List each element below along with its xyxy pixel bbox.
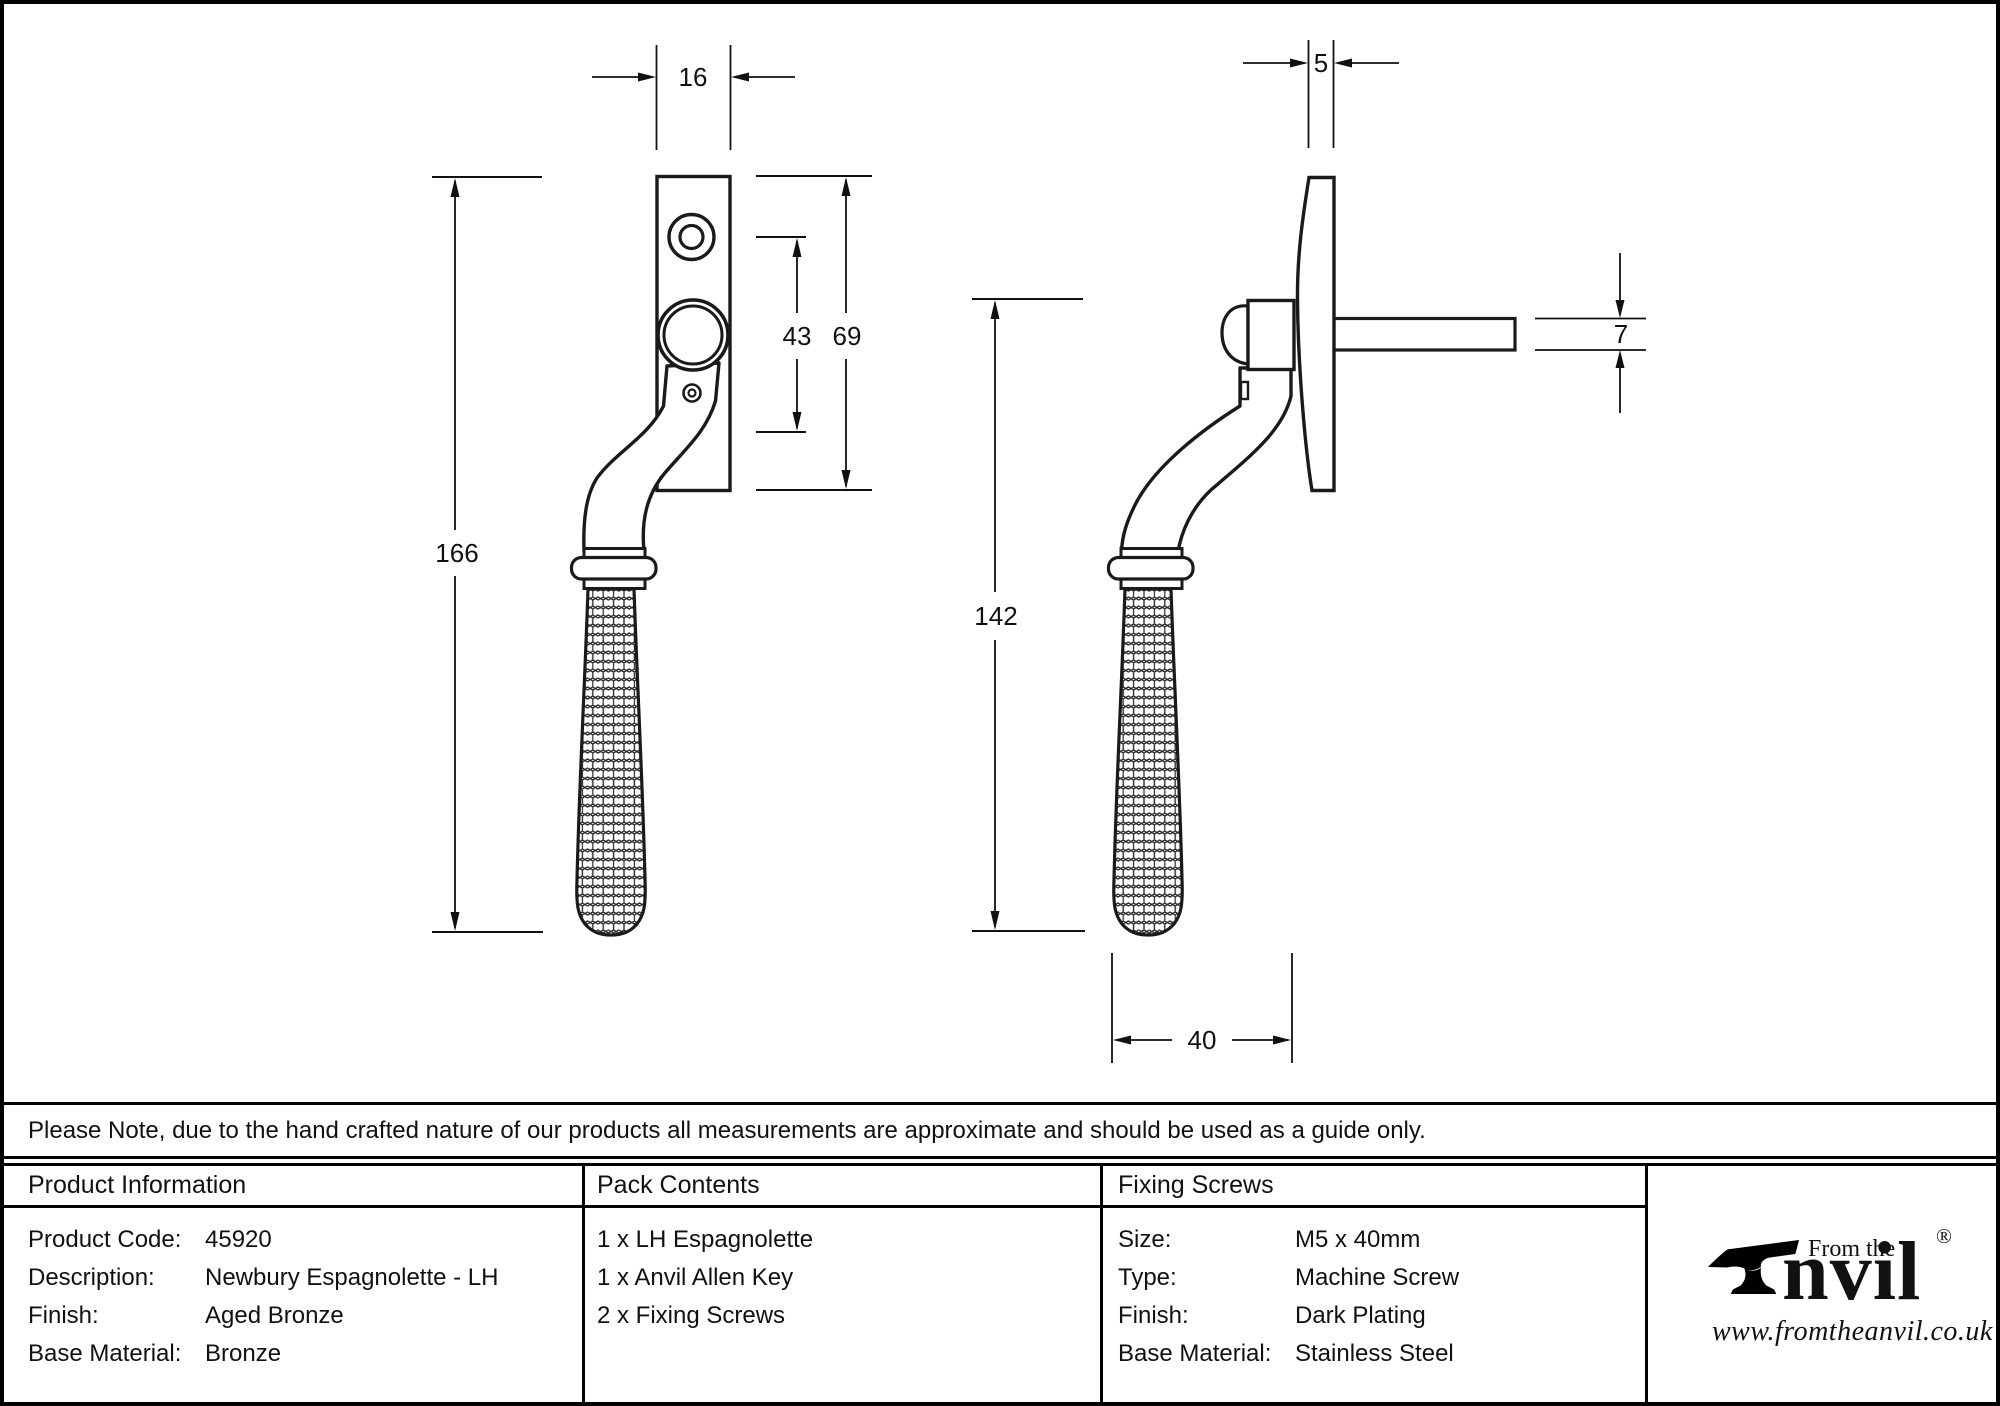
side-spindle: [1331, 316, 1517, 352]
product-info-table: Product Information Product Code: 45920 …: [0, 1163, 2000, 1406]
pack-contents-body: 1 x LH Espagnolette 1 x Anvil Allen Key …: [585, 1208, 1100, 1335]
product-information-body: Product Code: 45920 Description: Newbury…: [0, 1208, 582, 1373]
table-row: Finish: Dark Plating: [1103, 1297, 1645, 1335]
table-row: Size: M5 x 40mm: [1103, 1221, 1645, 1259]
dim-plate-thickness: 5: [1314, 48, 1328, 78]
anvil-icon: [1707, 1240, 1800, 1294]
row-value: Dark Plating: [1295, 1302, 1426, 1329]
row-label: Description:: [28, 1264, 155, 1291]
measurement-note-row: Please Note, due to the hand crafted nat…: [0, 1102, 2000, 1159]
table-row: Product Code: 45920: [0, 1221, 582, 1259]
row-value: M5 x 40mm: [1295, 1226, 1421, 1253]
dim-spindle-height: 7: [1614, 319, 1628, 349]
front-view-drawing: [569, 174, 732, 937]
side-view-dimensions: [972, 40, 1646, 1063]
row-label: Type:: [1118, 1264, 1177, 1291]
front-small-screw-inner: [687, 388, 697, 398]
front-collar-bulge: [569, 555, 658, 581]
row-value: Machine Screw: [1295, 1264, 1460, 1291]
logo-from-the-text: From the: [1808, 1236, 1896, 1262]
fixing-screws-header: Fixing Screws: [1103, 1166, 1645, 1208]
front-knob-outer: [656, 298, 730, 372]
table-row: Description: Newbury Espagnolette - LH: [0, 1259, 582, 1297]
front-screw-hole-outer: [667, 212, 716, 262]
column-product-information: Product Information Product Code: 45920 …: [0, 1166, 582, 1406]
row-label: Product Code:: [28, 1226, 182, 1253]
column-fixing-screws: Fixing Screws Size: M5 x 40mm Type: Mach…: [1100, 1166, 1645, 1406]
front-grip: [575, 587, 647, 937]
row-value: Aged Bronze: [205, 1302, 344, 1329]
list-item: 2 x Fixing Screws: [597, 1302, 786, 1329]
logo-anvil-text: nvil: [1782, 1225, 1922, 1318]
front-screw-hole-inner: [678, 223, 705, 251]
product-information-header: Product Information: [0, 1166, 582, 1208]
dim-plate-height: 69: [833, 321, 862, 351]
row-label: Finish:: [28, 1302, 99, 1329]
fixing-screws-body: Size: M5 x 40mm Type: Machine Screw Fini…: [1103, 1208, 1645, 1373]
row-label: Finish:: [1118, 1302, 1189, 1329]
side-knob-cap: [1220, 304, 1250, 366]
table-row: Base Material: Stainless Steel: [1103, 1335, 1645, 1373]
pack-contents-header: Pack Contents: [585, 1166, 1100, 1208]
side-collar-bulge: [1106, 555, 1195, 581]
side-neck-tab: [1239, 380, 1250, 401]
dim-overall-height: 166: [435, 538, 478, 568]
side-plate: [1295, 175, 1336, 493]
row-label: Base Material:: [28, 1340, 182, 1367]
row-label: Size:: [1118, 1226, 1172, 1253]
measurement-note-text: Please Note, due to the hand crafted nat…: [28, 1116, 1426, 1144]
list-item: 1 x LH Espagnolette: [597, 1226, 814, 1253]
column-pack-contents: Pack Contents 1 x LH Espagnolette 1 x An…: [582, 1166, 1100, 1406]
row-label: Base Material:: [1118, 1340, 1272, 1367]
dim-hole-spacing: 43: [783, 321, 812, 351]
dim-plate-width: 16: [679, 62, 708, 92]
registered-trademark-icon: ®: [1936, 1224, 1952, 1248]
row-value: 45920: [205, 1226, 272, 1253]
front-view-dimensions: [432, 45, 872, 933]
dim-projection: 40: [1188, 1025, 1217, 1055]
list-item: 1 x Anvil Allen Key: [597, 1264, 794, 1291]
side-view-drawing: [1106, 175, 1517, 937]
table-row: Type: Machine Screw: [1103, 1259, 1645, 1297]
side-knob-cylinder: [1246, 298, 1296, 372]
dim-handle-height: 142: [974, 601, 1017, 631]
side-grip: [1112, 587, 1184, 937]
row-value: Bronze: [205, 1340, 282, 1367]
row-value: Stainless Steel: [1295, 1340, 1454, 1367]
front-small-screw-outer: [682, 383, 702, 403]
logo-website-text: www.fromtheanvil.co.uk: [1712, 1316, 1993, 1347]
side-handle-neck: [1119, 366, 1293, 554]
table-row: Finish: Aged Bronze: [0, 1297, 582, 1335]
technical-drawing: 16 166 43 69: [432, 40, 1646, 1063]
table-row: Base Material: Bronze: [0, 1335, 582, 1373]
brand-logo-cell: From the ® nvil www.fromtheanvil.co.uk: [1645, 1166, 2000, 1406]
row-value: Newbury Espagnolette - LH: [205, 1264, 499, 1291]
front-knob-inner: [662, 304, 724, 366]
